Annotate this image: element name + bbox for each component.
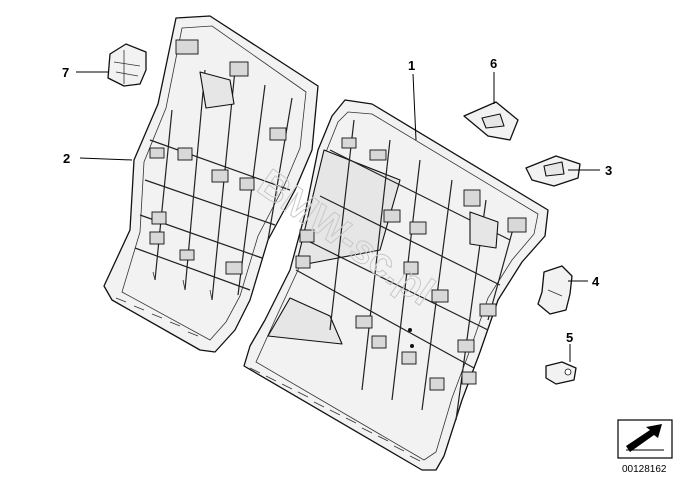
part-3-cover (525, 155, 581, 187)
part-4-bracket (537, 265, 573, 315)
diagram-number: 00128162 (622, 464, 667, 475)
left-backrest-frame (103, 15, 319, 353)
right-backrest-frame (243, 99, 549, 471)
callout-4: 4 (592, 274, 600, 289)
callout-3: 3 (605, 163, 612, 178)
callout-2: 2 (63, 151, 70, 166)
callout-5: 5 (566, 330, 573, 345)
part-7-clip (107, 43, 147, 87)
callout-6: 6 (490, 56, 497, 71)
part-5-plug (545, 361, 577, 385)
callout-7: 7 (62, 65, 69, 80)
arrow-pointer-icon (617, 419, 673, 459)
part-6-cover (463, 101, 519, 141)
callout-1: 1 (408, 58, 415, 73)
